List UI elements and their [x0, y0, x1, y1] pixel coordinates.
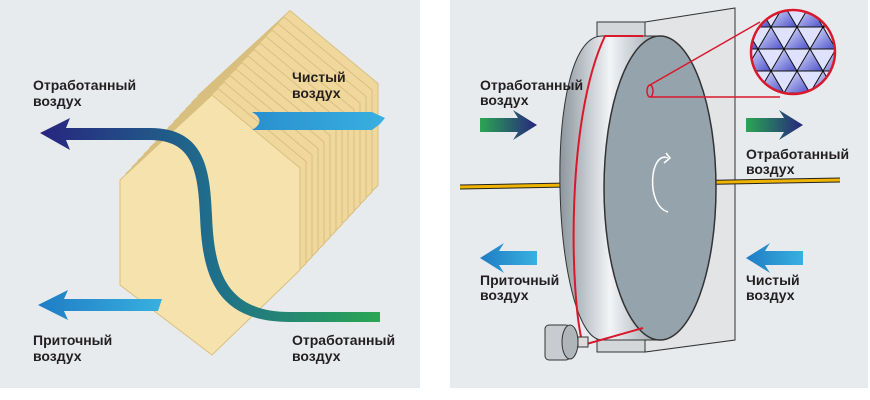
fresh-in-arrow — [746, 243, 803, 273]
mesh-cell — [796, 48, 824, 72]
mesh-cell — [770, 48, 798, 72]
supply-air-arrow — [38, 290, 162, 320]
supply-out-arrow — [480, 243, 537, 273]
fresh-air-arrow — [252, 112, 385, 130]
exhaust-in-arrow — [480, 110, 537, 140]
mesh-cell — [783, 26, 811, 50]
mesh-cell — [770, 10, 798, 28]
mesh-cell — [822, 48, 835, 72]
mesh-cell — [809, 26, 835, 50]
motor — [544, 324, 589, 361]
drive-belt — [572, 35, 644, 347]
wheel-face — [603, 35, 717, 341]
exhaust-out-arrow — [746, 110, 803, 140]
rotation-arrow-icon — [651, 152, 672, 213]
mesh-cell — [757, 26, 785, 50]
exhaust-s-curve-arrow — [40, 118, 380, 322]
